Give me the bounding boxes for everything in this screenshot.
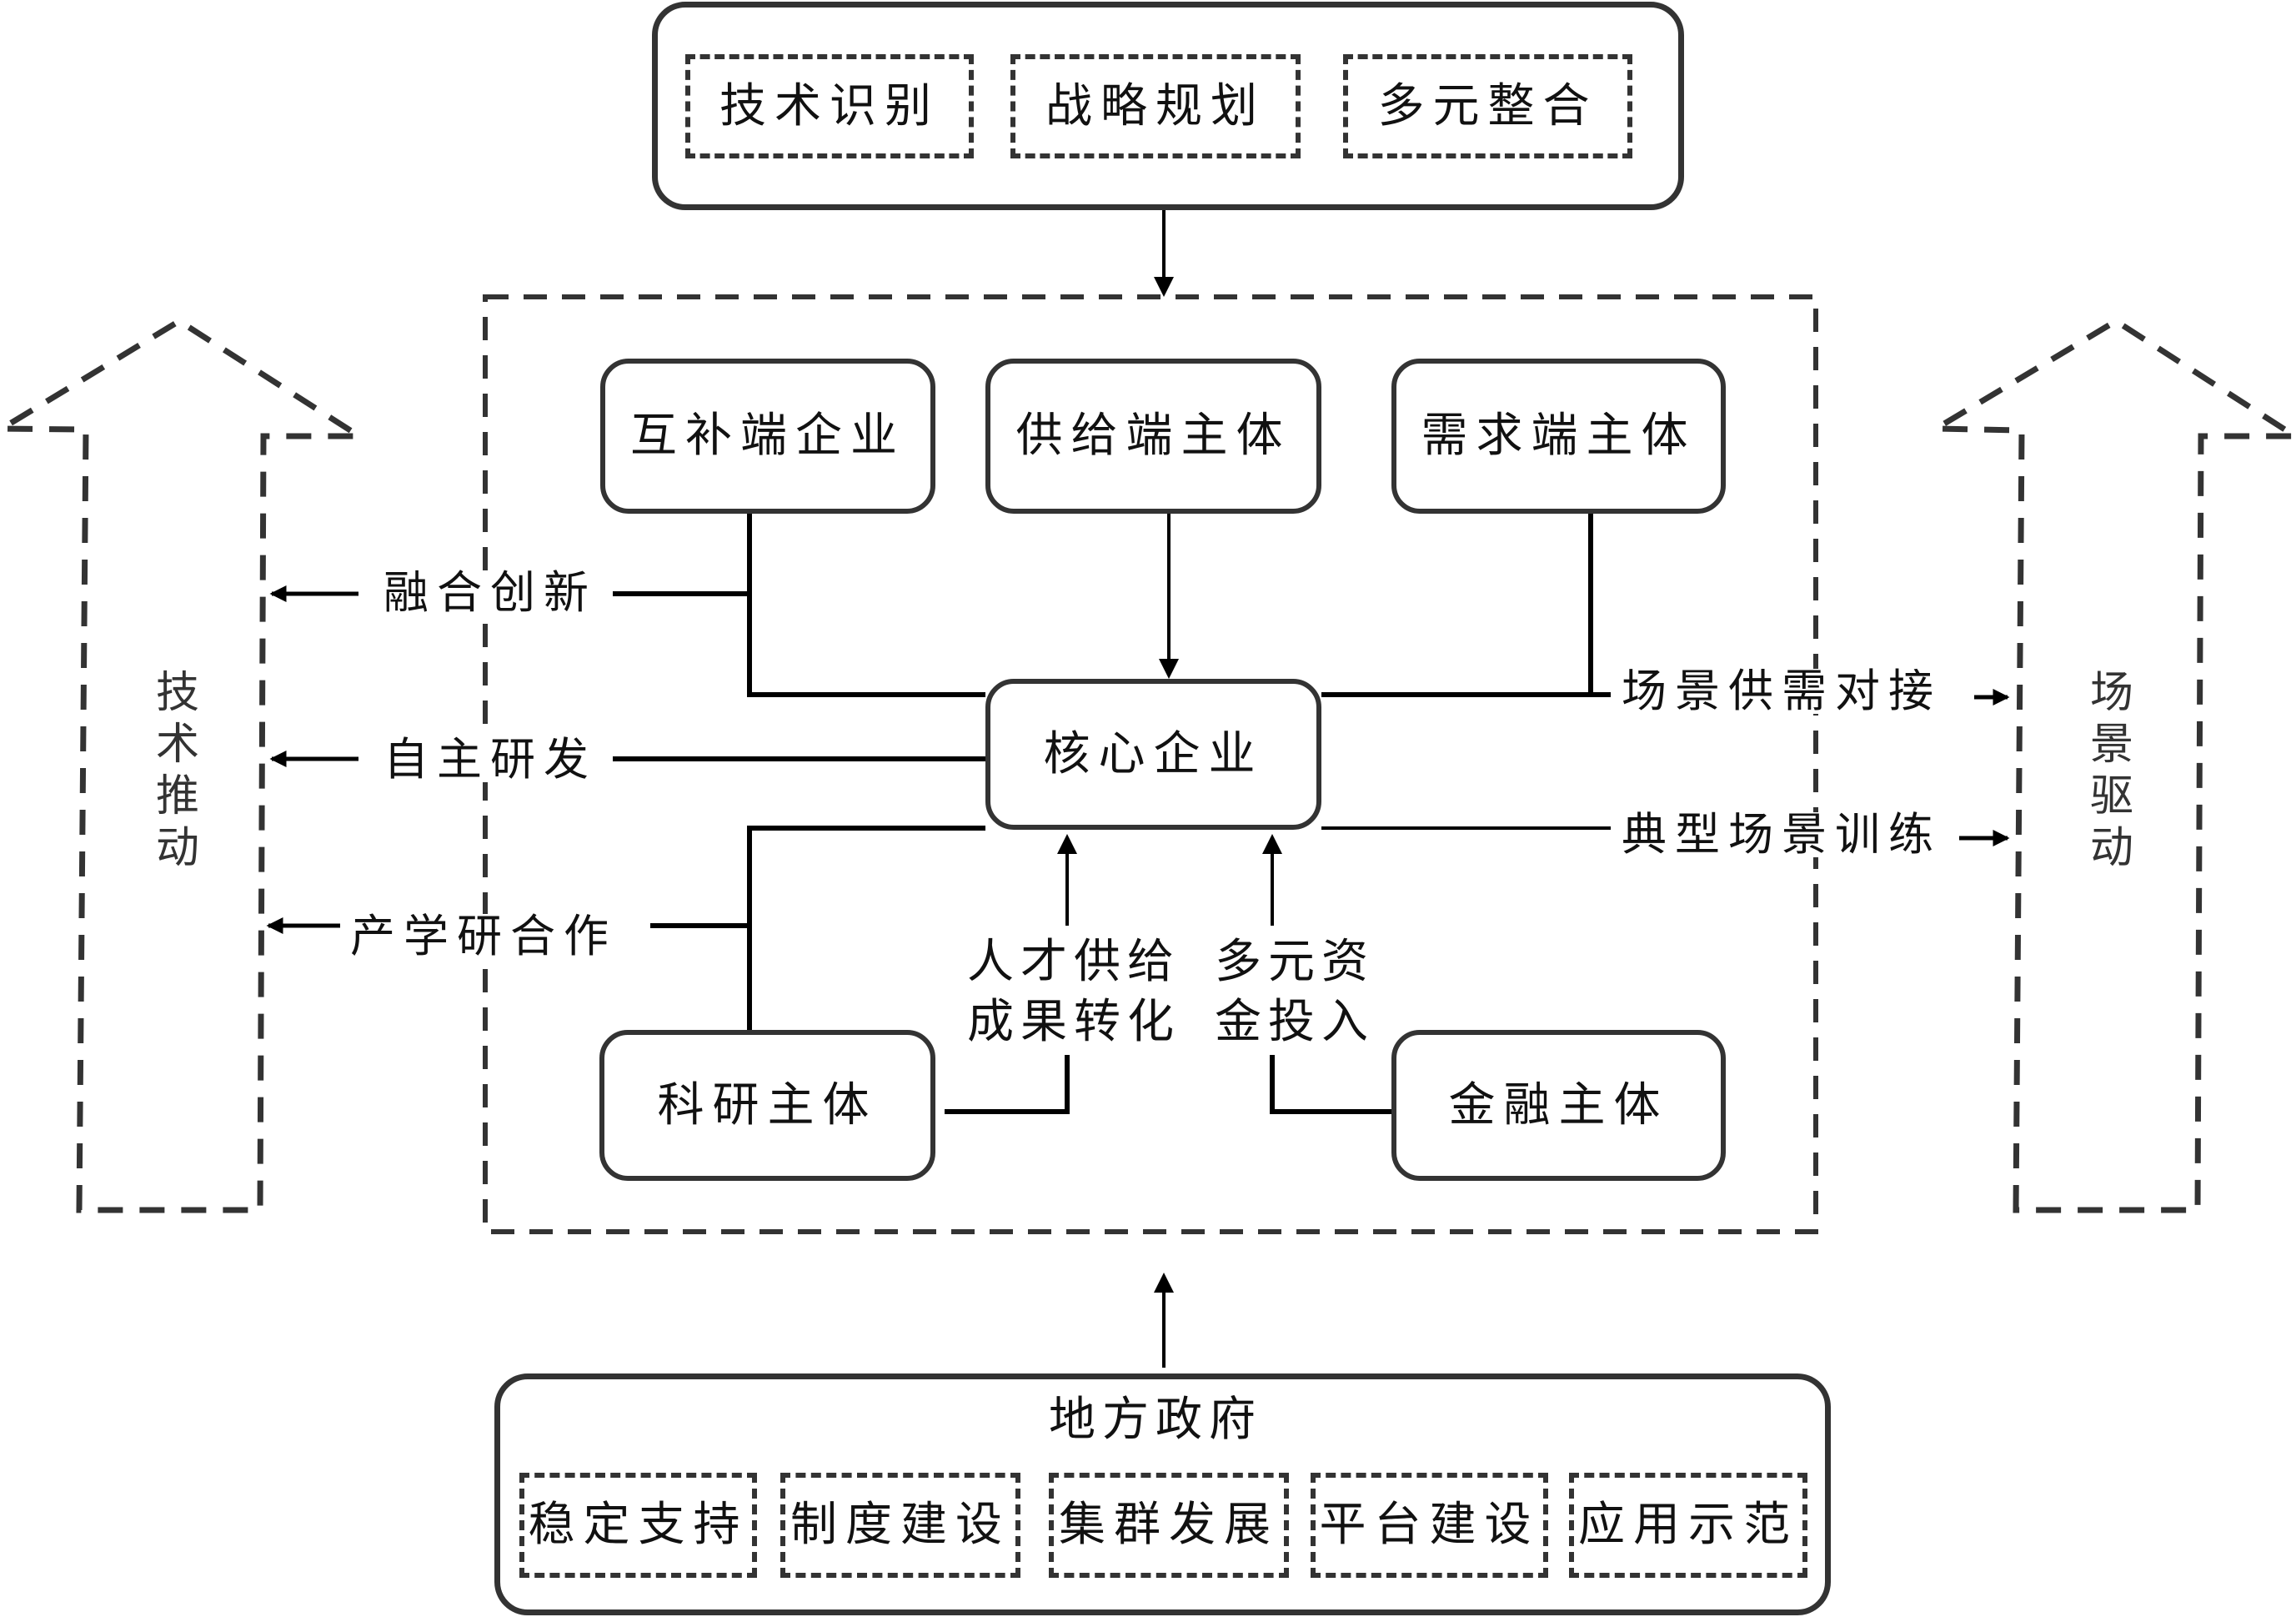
strategy-item-strategic-planning: 战略规划 — [1010, 54, 1301, 158]
scene-drive-arrow — [1925, 317, 2296, 1213]
tech-push-arrow — [0, 317, 369, 1213]
demand-to-core-line — [1321, 513, 1593, 697]
flow-label-typical-scene-training: 典型场景训练 — [1622, 808, 1942, 861]
strategy-item-multi-integration: 多元整合 — [1343, 54, 1632, 158]
node-label: 科研主体 — [657, 1077, 878, 1132]
government-item-platform-building: 平台建设 — [1311, 1473, 1548, 1578]
flow-label-independent-rd: 自主研发 — [384, 733, 597, 786]
government-item-label: 平台建设 — [1319, 1498, 1540, 1552]
ecosystem-boundary — [483, 294, 1818, 1234]
research-to-core-line — [747, 826, 985, 1030]
strategy-item-label: 技术识别 — [719, 78, 940, 133]
government-item-cluster-development: 集群发展 — [1049, 1473, 1289, 1578]
finance-flow-lower-line — [1270, 1055, 1391, 1114]
side-label-char: 动 — [2089, 823, 2133, 873]
side-label-char: 推 — [155, 771, 199, 821]
flow-label-research-output: 人才供给 成果转化 — [967, 932, 1181, 1052]
flow-label-line: 人才供给 — [967, 935, 1181, 989]
government-item-label: 制度建设 — [790, 1498, 1010, 1552]
side-label-tech-push: 技术推动 — [153, 667, 203, 874]
government-item-institution-building: 制度建设 — [780, 1473, 1020, 1578]
node-label: 互补端企业 — [630, 409, 905, 463]
side-label-char: 术 — [155, 720, 199, 770]
complementary-to-core-line — [747, 513, 985, 697]
flow-label-scene-matching: 场景供需对接 — [1622, 665, 1942, 717]
flow-label-line: 成果转化 — [967, 995, 1181, 1049]
node-label: 核心企业 — [1043, 726, 1264, 781]
flow-label-fusion-innovation: 融合创新 — [384, 566, 597, 619]
government-item-stable-support: 稳定支持 — [519, 1473, 757, 1578]
node-complementary-enterprise: 互补端企业 — [600, 359, 935, 514]
strategy-item-label: 战略规划 — [1045, 78, 1266, 133]
government-item-label: 稳定支持 — [528, 1498, 749, 1552]
side-label-char: 动 — [155, 823, 199, 873]
node-demand-side: 需求端主体 — [1391, 359, 1726, 514]
side-label-char: 驱 — [2089, 771, 2133, 821]
node-label: 金融主体 — [1448, 1077, 1669, 1132]
node-label: 供给端主体 — [1015, 409, 1291, 463]
node-label: 需求端主体 — [1421, 409, 1697, 463]
government-box — [494, 1373, 1831, 1615]
government-item-application-demo: 应用示范 — [1569, 1473, 1807, 1578]
strategy-item-label: 多元整合 — [1377, 78, 1598, 133]
flow-label-finance-input: 多元资 金投入 — [1215, 932, 1375, 1052]
side-label-scene-drive: 场景驱动 — [2087, 667, 2137, 874]
flow-label-industry-academia: 产学研合作 — [350, 910, 617, 962]
node-core-enterprise: 核心企业 — [985, 679, 1321, 830]
node-finance-entity: 金融主体 — [1391, 1030, 1726, 1181]
government-item-label: 应用示范 — [1578, 1498, 1798, 1552]
strategy-item-tech-identification: 技术识别 — [685, 54, 974, 158]
node-research-entity: 科研主体 — [599, 1030, 935, 1181]
side-label-char: 景 — [2089, 720, 2133, 770]
government-title: 地方政府 — [1049, 1393, 1262, 1447]
flow-label-line: 多元资 — [1215, 935, 1375, 989]
government-item-label: 集群发展 — [1059, 1498, 1279, 1552]
strategy-box — [652, 2, 1684, 210]
node-supply-side: 供给端主体 — [985, 359, 1321, 514]
research-flow-lower-line — [945, 1055, 1070, 1114]
side-label-char: 技 — [155, 668, 199, 718]
flow-label-line: 金投入 — [1215, 995, 1375, 1049]
side-label-char: 场 — [2089, 668, 2133, 718]
